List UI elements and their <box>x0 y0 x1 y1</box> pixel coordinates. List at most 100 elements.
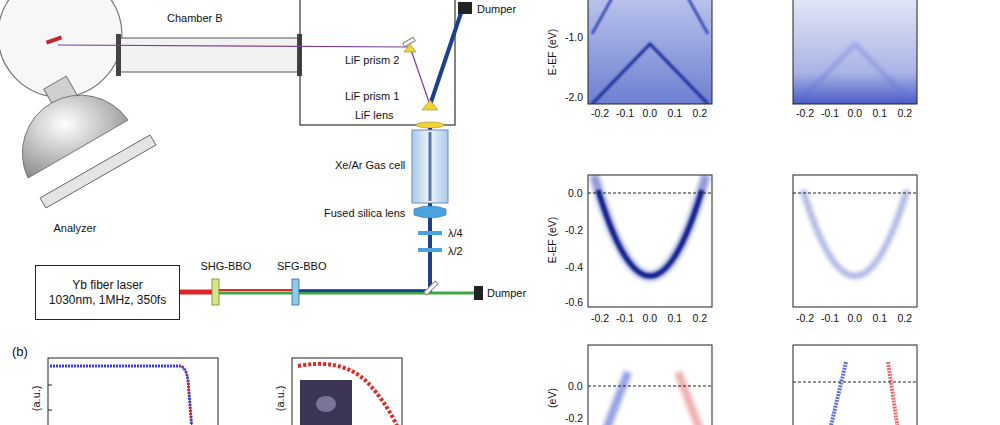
tick-label: 0.0 <box>568 187 583 199</box>
node-text: 1030nm, 1MHz, 350fs <box>49 293 166 307</box>
part-label: Fused silica lens <box>324 207 405 220</box>
part-label: Analyzer <box>54 222 97 235</box>
ir-beam <box>180 290 215 295</box>
vuv-beam <box>58 45 410 47</box>
part-label: Dumper <box>487 287 526 300</box>
lif-lens <box>416 122 444 128</box>
part-label: LiF prism 2 <box>345 54 399 67</box>
panel-frame <box>793 0 917 104</box>
tick-label: -0.6 <box>565 296 583 308</box>
part-label: SFG-BBO <box>277 260 327 273</box>
tick-label: -0.2 <box>565 224 583 236</box>
tick-label: -0.2 <box>796 107 814 119</box>
part-label: Xe/Ar Gas cell <box>335 159 405 172</box>
ir-beam <box>215 289 430 291</box>
part-label: λ/2 <box>448 245 463 258</box>
tick-label: -0.2 <box>591 312 609 324</box>
axis-label: (a.u.) <box>274 385 287 411</box>
laser-box: Yb fiber laser1030nm, 1MHz, 350fs <box>35 265 180 320</box>
flange <box>116 34 121 76</box>
tick-label: 0.2 <box>693 107 708 119</box>
part-label: LiF lens <box>355 109 394 122</box>
band <box>594 175 706 276</box>
tick-label: -0.1 <box>821 107 839 119</box>
dichroic-mirror <box>424 281 438 295</box>
tick-label: -0.1 <box>821 312 839 324</box>
tick-label: 0.0 <box>848 312 863 324</box>
tick-label: 0.0 <box>848 107 863 119</box>
plot-frame <box>48 358 218 425</box>
band <box>888 362 898 425</box>
fermi-level <box>588 193 712 194</box>
tick-label: -0.4 <box>565 261 583 273</box>
band <box>598 190 702 276</box>
fermi-level <box>793 382 917 383</box>
beam-spot <box>316 396 336 412</box>
gas-cell <box>412 130 448 203</box>
tick-label: 0.2 <box>693 312 708 324</box>
lif-prism <box>422 100 438 110</box>
waveplate <box>418 248 442 252</box>
panel-frame <box>793 345 917 425</box>
tick-label: 0.0 <box>568 380 583 392</box>
fit-curve <box>180 366 192 425</box>
axis-label: (eV) <box>546 388 558 408</box>
part-label: λ/4 <box>448 227 463 240</box>
part-label: SHG-BBO <box>201 260 252 273</box>
panel-letter: (b) <box>12 345 28 360</box>
lif-prism <box>404 44 416 52</box>
part-label: Dumper <box>477 3 516 16</box>
plot-curve <box>50 366 192 425</box>
node-text: Yb fiber laser <box>72 278 143 292</box>
tick <box>48 385 52 386</box>
panel-frame <box>588 0 712 104</box>
waveplate <box>418 231 442 235</box>
spectrum-ground <box>588 0 712 104</box>
arpes-panel <box>588 0 712 104</box>
tick-label: -2.0 <box>565 91 583 103</box>
band <box>592 0 708 34</box>
part-label: LiF prism 1 <box>345 90 399 103</box>
spectrum-ground <box>793 0 917 104</box>
tick-label: 0.1 <box>873 312 888 324</box>
tick-label: -0.1 <box>616 107 634 119</box>
panel-frame <box>793 175 917 307</box>
dumper <box>474 286 483 300</box>
arpes-panel <box>594 175 706 276</box>
arpes-panel <box>793 0 917 104</box>
axis-label: E-EF (eV) <box>546 29 558 76</box>
band <box>797 44 913 104</box>
arpes-panel <box>803 190 907 276</box>
sample <box>46 35 62 44</box>
fused-silica-lens <box>414 206 446 218</box>
tick-label: -0.1 <box>616 312 634 324</box>
tick-label: 0.1 <box>873 107 888 119</box>
tick-label: -1.0 <box>565 31 583 43</box>
tick-label: 0.1 <box>668 107 683 119</box>
band <box>606 372 628 425</box>
green-beam <box>215 292 478 295</box>
axis-label: E-EF (eV) <box>546 217 558 264</box>
band <box>803 190 907 276</box>
inset-image <box>300 380 352 425</box>
band <box>592 44 708 104</box>
shg-crystal <box>212 279 219 305</box>
band <box>830 362 846 425</box>
tick-label: 0.0 <box>643 107 658 119</box>
plot-curve <box>298 364 398 425</box>
panel-frame <box>588 345 712 425</box>
arpes-panel <box>606 372 700 425</box>
tick-label: 0.2 <box>898 107 913 119</box>
chamber-box <box>300 0 455 125</box>
part-label: Chamber B <box>167 12 223 25</box>
plot-frame <box>292 358 402 425</box>
tick-label: -0.2 <box>591 107 609 119</box>
pump-beam <box>430 10 462 105</box>
fermi-level <box>588 386 712 387</box>
tick-label: 0.0 <box>643 312 658 324</box>
tick-label: 0.2 <box>898 312 913 324</box>
axis-label: (a.u.) <box>30 385 43 411</box>
dumper <box>458 2 472 14</box>
arpes-panel <box>830 362 898 425</box>
tick-label: -0.2 <box>796 312 814 324</box>
